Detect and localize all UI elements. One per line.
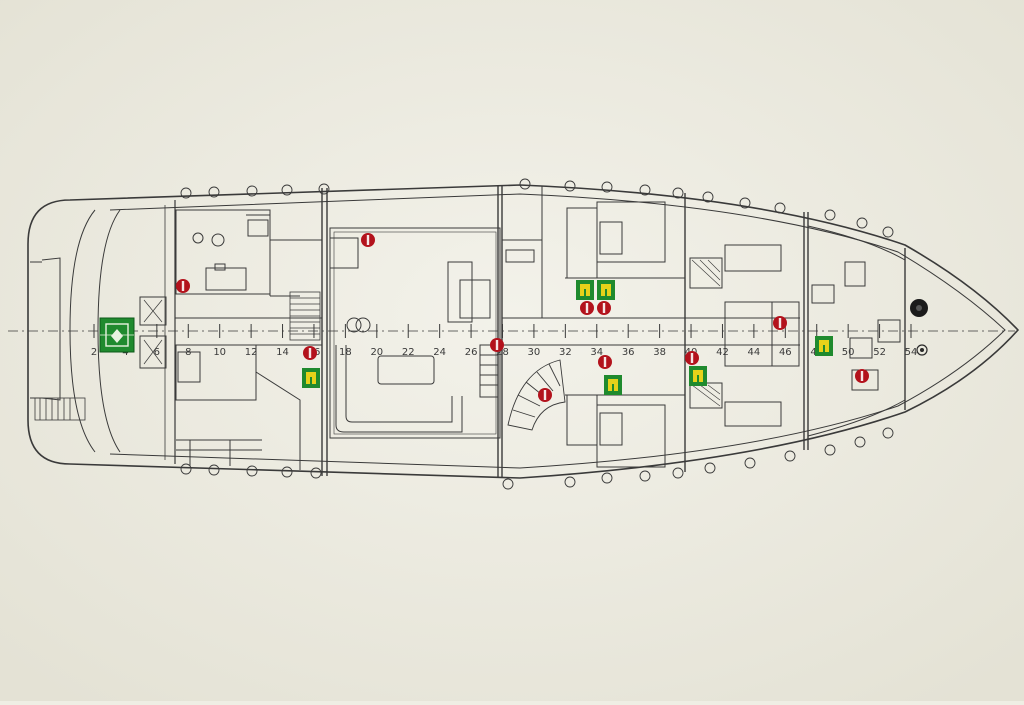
aft-cabin: [175, 209, 322, 470]
stanchion: [601, 472, 613, 484]
stanchion: [281, 184, 293, 196]
stanchion: [208, 186, 220, 198]
stanchion: [882, 427, 894, 439]
frame-number-label: 46: [779, 347, 792, 358]
aft-deck: [139, 296, 262, 466]
stanchion: [318, 183, 330, 195]
frame-number-label: 50: [842, 347, 855, 358]
stanchion: [639, 470, 651, 482]
guest-cabins: [501, 186, 685, 468]
extinguisher-icon: [176, 279, 190, 293]
frame-number-label: 54: [905, 347, 918, 358]
stanchion: [702, 191, 714, 203]
forward-cabin: [689, 244, 800, 427]
stanchion: [281, 466, 293, 478]
liferaft-icon: [99, 317, 135, 353]
stanchion: [180, 463, 192, 475]
extinguisher-icon: [855, 369, 869, 383]
stanchion: [601, 181, 613, 193]
lifejacket-icon: [597, 280, 615, 300]
extinguisher-icon: [361, 233, 375, 247]
stanchion: [246, 185, 258, 197]
extinguisher-icon: [490, 338, 504, 352]
frame-number-label: 42: [716, 347, 729, 358]
frame-number-label: 52: [873, 347, 886, 358]
frame-number-label: 34: [590, 347, 603, 358]
frame-number-label: 44: [748, 347, 761, 358]
stanchion: [502, 478, 514, 490]
frame-number-label: 36: [622, 347, 635, 358]
frame-number-label: 12: [245, 347, 258, 358]
frame-number-label: 30: [528, 347, 541, 358]
stanchion: [824, 444, 836, 456]
frame-number-label: 24: [433, 347, 446, 358]
safety-symbols: [99, 233, 869, 402]
stanchion: [744, 457, 756, 469]
stanchion: [739, 197, 751, 209]
stanchion: [246, 465, 258, 477]
stanchion: [856, 217, 868, 229]
frame-number-label: 28: [496, 347, 509, 358]
frame-number-label: 10: [213, 347, 226, 358]
extinguisher-icon: [685, 351, 699, 365]
frame-number-label: 18: [339, 347, 352, 358]
stanchion: [310, 467, 322, 479]
extinguisher-icon: [303, 346, 317, 360]
hull-outline: [27, 184, 1020, 479]
anchor-winch-icon: [910, 299, 928, 356]
frame-number-label: 14: [276, 347, 289, 358]
lifejacket-icon: [689, 366, 707, 386]
stanchion: [519, 178, 531, 190]
lifejacket-icon: [815, 336, 833, 356]
stanchion: [784, 450, 796, 462]
frame-number-label: 26: [465, 347, 478, 358]
frame-number-label: 22: [402, 347, 415, 358]
extinguisher-icon: [598, 355, 612, 369]
stern-swim-ladder: [34, 397, 86, 421]
stanchion: [854, 436, 866, 448]
lifejacket-icon: [302, 368, 320, 388]
lifejacket-icon: [604, 375, 622, 395]
stanchion: [564, 180, 576, 192]
stanchion: [180, 187, 192, 199]
stanchion: [639, 184, 651, 196]
frame-number-label: 8: [185, 347, 191, 358]
stanchion: [704, 462, 716, 474]
salon-galley: [329, 227, 501, 439]
stanchion: [882, 226, 894, 238]
frame-number-label: 32: [559, 347, 572, 358]
stanchion: [208, 464, 220, 476]
extinguisher-icon: [580, 301, 594, 315]
aft-stairs: [289, 291, 321, 341]
extinguisher-icon: [538, 388, 552, 402]
stanchion: [564, 476, 576, 488]
frame-number-label: 2: [91, 347, 97, 358]
extinguisher-icon: [773, 316, 787, 330]
frame-number-label: 20: [370, 347, 383, 358]
frame-number-label: 6: [154, 347, 160, 358]
extinguisher-icon: [597, 301, 611, 315]
stanchion: [672, 187, 684, 199]
rail-stanchions: [180, 178, 894, 490]
stanchion: [774, 202, 786, 214]
stanchion: [672, 467, 684, 479]
stanchion: [824, 209, 836, 221]
frame-number-label: 38: [653, 347, 666, 358]
lifejacket-icon: [576, 280, 594, 300]
